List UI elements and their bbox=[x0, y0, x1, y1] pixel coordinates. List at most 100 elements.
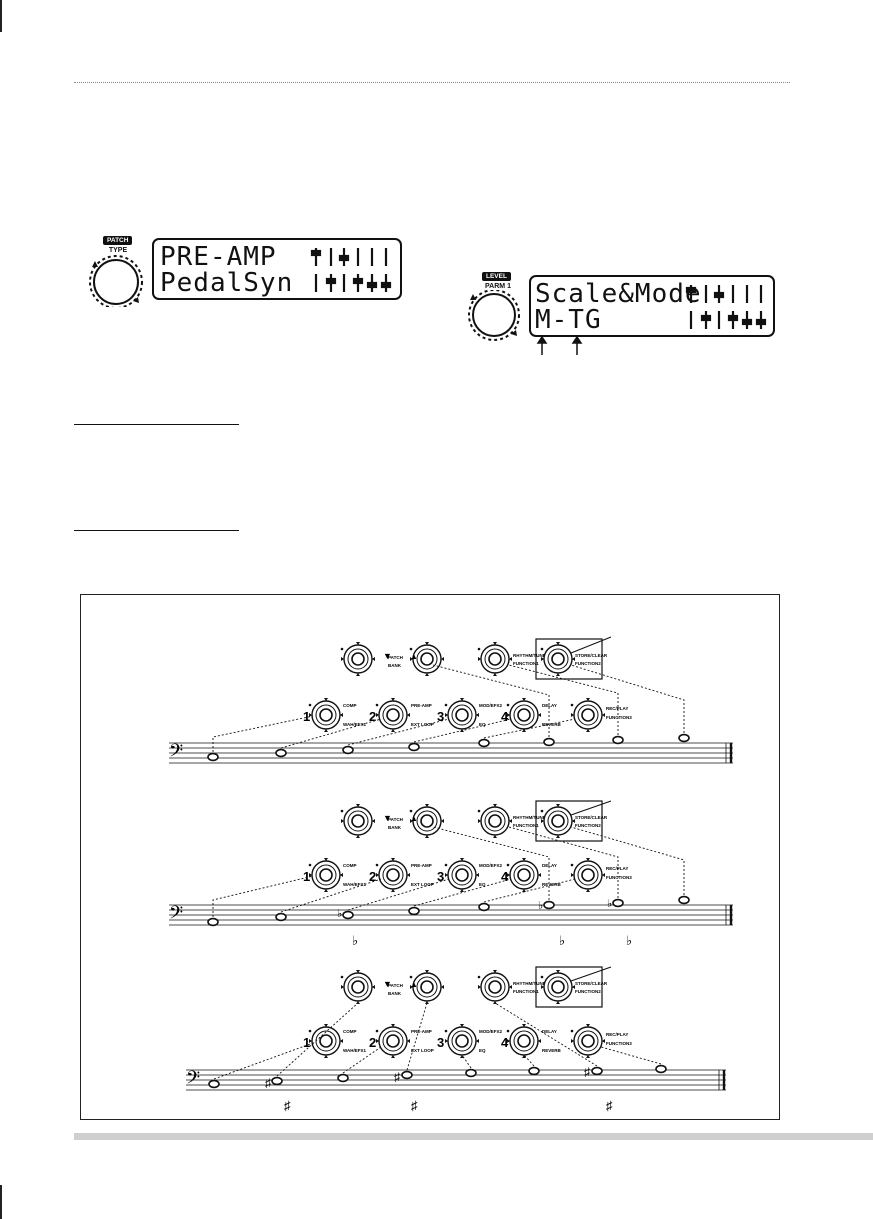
svg-text:♭: ♭ bbox=[538, 900, 543, 912]
fsw-1-2[interactable] bbox=[307, 857, 344, 893]
footswitch-scale-diagram: ▼ PATCH BANK ▲ RHYTHM/TUNER FUNCTION1 ST… bbox=[80, 594, 780, 1120]
svg-text:♯: ♯ bbox=[606, 1098, 613, 1113]
svg-text:WAH/EFX1: WAH/EFX1 bbox=[343, 882, 367, 887]
svg-text:FUNCTION3: FUNCTION3 bbox=[606, 1041, 632, 1046]
fsw-3-2[interactable] bbox=[443, 857, 480, 893]
svg-text:1: 1 bbox=[303, 709, 310, 724]
right-lcd-row1: Scale&Mode bbox=[535, 279, 702, 309]
svg-text:▼: ▼ bbox=[383, 813, 392, 823]
right-knob-label: PARM 1 bbox=[485, 283, 511, 290]
svg-text:EQ: EQ bbox=[479, 722, 486, 727]
svg-text:4: 4 bbox=[501, 1035, 509, 1050]
fsw-2-2[interactable] bbox=[374, 857, 411, 893]
svg-text:EQ: EQ bbox=[479, 1048, 486, 1053]
fsw-4-3[interactable] bbox=[505, 1023, 542, 1059]
fsw-rhythm-tuner-3[interactable] bbox=[476, 969, 513, 1005]
fsw-rhythm-tuner[interactable] bbox=[476, 641, 513, 677]
page-edge-top bbox=[0, 0, 2, 32]
page-edge-bottom bbox=[0, 1185, 2, 1219]
fsw-2-3[interactable] bbox=[374, 1023, 411, 1059]
svg-text:FUNCTION1: FUNCTION1 bbox=[513, 823, 539, 828]
svg-text:BANK: BANK bbox=[388, 991, 402, 996]
svg-text:FUNCTION3: FUNCTION3 bbox=[606, 875, 632, 880]
svg-text:FUNCTION1: FUNCTION1 bbox=[513, 989, 539, 994]
svg-text:♯: ♯ bbox=[584, 1065, 590, 1079]
left-knob-label: TYPE bbox=[108, 247, 128, 254]
left-lcd-row2: PedalSyn bbox=[160, 268, 294, 298]
svg-text:RHYTHM/TUNER: RHYTHM/TUNER bbox=[513, 815, 550, 820]
fsw-store-clear[interactable] bbox=[539, 641, 576, 677]
fsw-store-clear-3[interactable] bbox=[539, 969, 576, 1005]
svg-text:COMP: COMP bbox=[343, 703, 357, 708]
left-lcd-screen: PRE-AMP PedalSyn bbox=[152, 238, 402, 300]
svg-text:PRE-AMP: PRE-AMP bbox=[411, 863, 432, 868]
panel-1: ▼ PATCH BANK ▲ RHYTHM/TUNER FUNCTION1 ST… bbox=[169, 636, 733, 765]
footer-bar bbox=[74, 1133, 873, 1140]
svg-text:♭: ♭ bbox=[352, 933, 358, 948]
svg-text:1: 1 bbox=[303, 1035, 310, 1050]
diagram-svg: ▼ PATCH BANK ▲ RHYTHM/TUNER FUNCTION1 ST… bbox=[169, 636, 733, 1113]
svg-text:FUNCTION3: FUNCTION3 bbox=[606, 715, 632, 720]
svg-text:BANK: BANK bbox=[388, 825, 402, 830]
fsw-rec-play[interactable] bbox=[569, 697, 606, 733]
fsw-1[interactable] bbox=[307, 697, 344, 733]
fsw-4-2[interactable] bbox=[505, 857, 542, 893]
svg-text:PRE-AMP: PRE-AMP bbox=[411, 703, 432, 708]
svg-text:EXT LOOP: EXT LOOP bbox=[411, 882, 434, 887]
fsw-3[interactable] bbox=[443, 697, 480, 733]
panel-3: ▼ PATCH BANK ▲ RHYTHM/TUNER FUNCTION1 ST… bbox=[186, 966, 726, 1113]
left-type-knob[interactable] bbox=[83, 255, 149, 307]
svg-text:MOD/EFX2: MOD/EFX2 bbox=[479, 1029, 503, 1034]
svg-text:PATCH: PATCH bbox=[388, 655, 403, 660]
header-dotted-rule bbox=[74, 82, 790, 83]
svg-text:WAH/EFX1: WAH/EFX1 bbox=[343, 722, 367, 727]
svg-text:𝄢: 𝄢 bbox=[169, 740, 183, 765]
svg-text:▼: ▼ bbox=[383, 651, 392, 661]
fsw-store-clear-2[interactable] bbox=[539, 803, 576, 839]
svg-text:STORE/CLEAR: STORE/CLEAR bbox=[575, 815, 608, 820]
svg-text:RHYTHM/TUNER: RHYTHM/TUNER bbox=[513, 653, 550, 658]
svg-text:𝄢: 𝄢 bbox=[169, 902, 183, 927]
svg-text:♯: ♯ bbox=[411, 1098, 418, 1113]
svg-text:WAH/EFX1: WAH/EFX1 bbox=[343, 1048, 367, 1053]
fsw-rhythm-tuner-2[interactable] bbox=[476, 803, 513, 839]
svg-text:REVERB: REVERB bbox=[542, 1048, 562, 1053]
fsw-bank-down-3[interactable] bbox=[339, 969, 376, 1005]
svg-text:3: 3 bbox=[437, 1035, 444, 1050]
fsw-1-3[interactable] bbox=[307, 1023, 344, 1059]
svg-text:3: 3 bbox=[437, 709, 444, 724]
svg-text:▲: ▲ bbox=[410, 652, 418, 661]
svg-text:COMP: COMP bbox=[343, 863, 357, 868]
svg-text:▲: ▲ bbox=[410, 814, 418, 823]
right-parm1-knob[interactable] bbox=[461, 290, 527, 342]
svg-text:3: 3 bbox=[437, 869, 444, 884]
svg-text:FUNCTION2: FUNCTION2 bbox=[575, 989, 601, 994]
svg-text:REVERB: REVERB bbox=[542, 722, 562, 727]
svg-text:♭: ♭ bbox=[626, 933, 632, 948]
svg-text:DELAY: DELAY bbox=[542, 863, 557, 868]
fsw-bank-down-2[interactable] bbox=[339, 803, 376, 839]
svg-text:♭: ♭ bbox=[337, 908, 342, 920]
svg-text:PATCH: PATCH bbox=[388, 817, 403, 822]
fsw-2[interactable] bbox=[374, 697, 411, 733]
svg-text:𝄢: 𝄢 bbox=[186, 1067, 200, 1092]
svg-text:4: 4 bbox=[501, 709, 509, 724]
svg-text:♭: ♭ bbox=[559, 933, 565, 948]
fsw-bank-down[interactable] bbox=[339, 641, 376, 677]
svg-text:FUNCTION2: FUNCTION2 bbox=[575, 823, 601, 828]
svg-text:2: 2 bbox=[369, 709, 376, 724]
svg-text:REC/PLAY: REC/PLAY bbox=[606, 706, 628, 711]
right-lcd-screen: Scale&Mode M-TG bbox=[529, 275, 775, 337]
svg-text:♯: ♯ bbox=[394, 1070, 400, 1084]
left-lcd-row1: PRE-AMP bbox=[160, 242, 277, 272]
fsw-3-3[interactable] bbox=[443, 1023, 480, 1059]
svg-text:♯: ♯ bbox=[265, 1076, 271, 1090]
svg-text:DELAY: DELAY bbox=[542, 703, 557, 708]
svg-text:4: 4 bbox=[501, 869, 509, 884]
svg-text:RHYTHM/TUNER: RHYTHM/TUNER bbox=[513, 981, 550, 986]
svg-text:DELAY: DELAY bbox=[542, 1029, 557, 1034]
svg-text:EXT LOOP: EXT LOOP bbox=[411, 1048, 434, 1053]
right-lcd-row2: M-TG bbox=[535, 305, 602, 335]
fsw-rec-play-2[interactable] bbox=[569, 857, 606, 893]
svg-text:MOD/EFX2: MOD/EFX2 bbox=[479, 863, 503, 868]
